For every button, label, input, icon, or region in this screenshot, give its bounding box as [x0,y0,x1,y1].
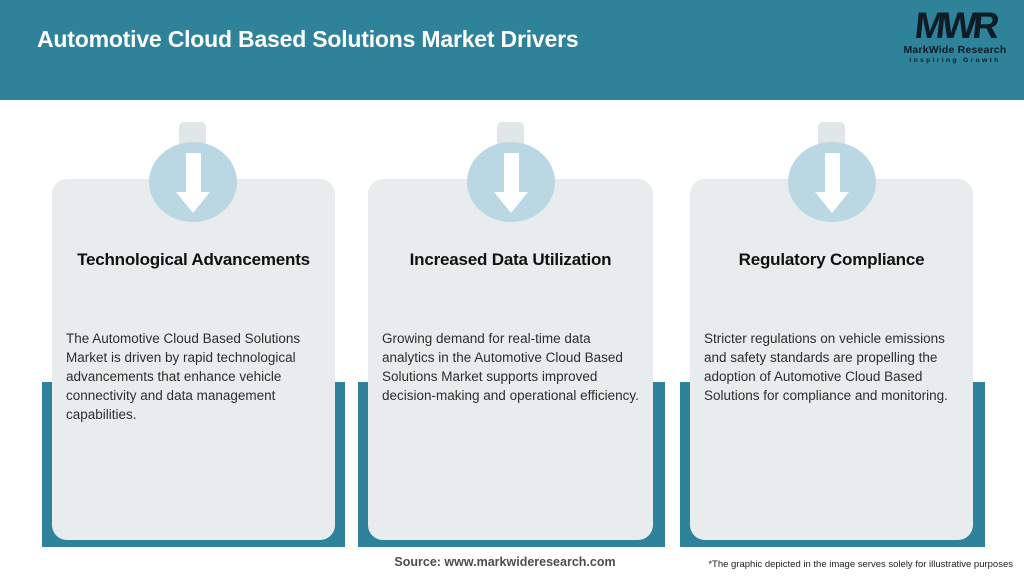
driver-card [690,179,973,540]
arrow-stem [824,153,840,192]
card-title: Regulatory Compliance [738,250,925,269]
driver-card [52,179,335,540]
logo-company-name: MarkWide Research [903,44,1007,56]
arrow-glyph [494,153,528,213]
card-title: Technological Advancements [77,250,310,269]
arrow-head [176,192,210,213]
arrow-head [815,192,849,213]
card-title: Increased Data Utilization [409,250,612,269]
markwide-research-logo: MWR MarkWide Research Inspiring Growth [900,5,1010,64]
card-body: Stricter regulations on vehicle emission… [704,331,948,403]
arrow-glyph [815,153,849,213]
disclaimer-note: *The graphic depicted in the image serve… [708,559,1013,570]
arrow-head [494,192,528,213]
header-bar: Automotive Cloud Based Solutions Market … [0,0,1024,100]
logo-mwr-icon: MWR [912,5,998,46]
logo-tagline: Inspiring Growth [909,56,1001,64]
arrow-stem [503,153,519,192]
source-attribution: Source: www.markwideresearch.com [394,555,616,569]
driver-card [368,179,653,540]
down-arrow-icon [149,142,237,222]
arrow-stem [185,153,201,192]
down-arrow-icon [467,142,555,222]
card-body: Growing demand for real-time data analyt… [382,331,639,403]
card-body: The Automotive Cloud Based Solutions Mar… [66,331,301,422]
down-arrow-icon [788,142,876,222]
arrow-glyph [176,153,210,213]
page-title: Automotive Cloud Based Solutions Market … [37,26,579,52]
